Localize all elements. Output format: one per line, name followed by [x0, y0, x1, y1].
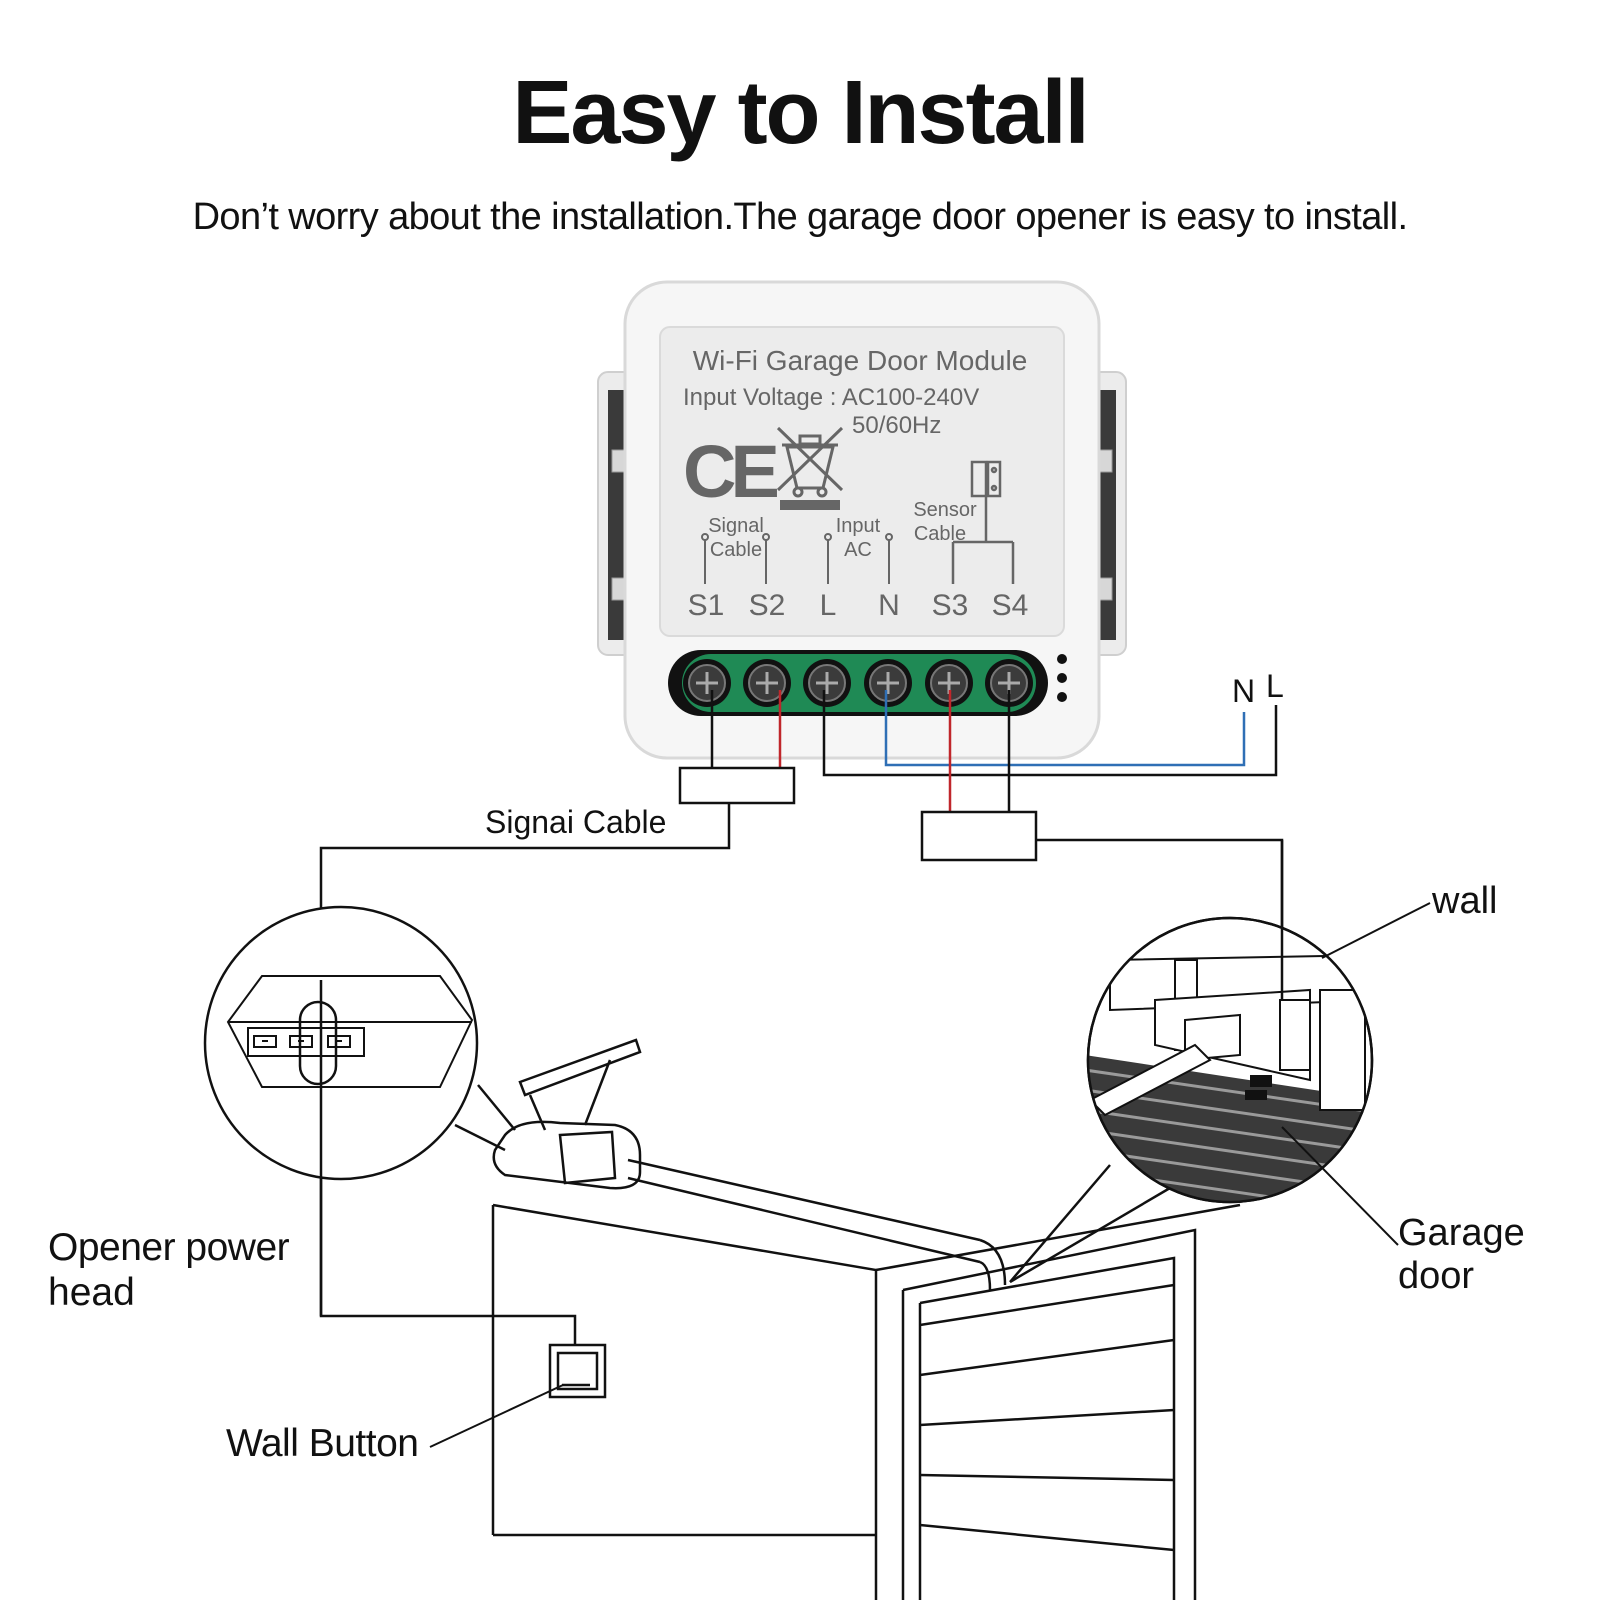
- module-name: Wi-Fi Garage Door Module: [693, 345, 1028, 376]
- signal-cable-label-1: Signal: [708, 515, 764, 537]
- terminal-s1: S1: [688, 589, 725, 622]
- terminal-s2: S2: [749, 589, 786, 622]
- wall-button-icon: [548, 1343, 607, 1399]
- garage-door-label-1: Garage: [1398, 1212, 1525, 1254]
- opener-terminal-zoom: [203, 905, 479, 1181]
- power-n-label: N: [1232, 673, 1255, 709]
- sensor-cable-label-1: Sensor: [913, 499, 977, 521]
- garage-illustration: [454, 1038, 1241, 1600]
- input-ac-label-2: AC: [844, 539, 872, 561]
- signal-cable-label-2: Cable: [710, 539, 762, 561]
- terminal-s3: S3: [932, 589, 969, 622]
- terminal-screws: [683, 659, 1033, 707]
- weee-bin-icon: [776, 426, 844, 498]
- wall-button-label: Wall Button: [226, 1422, 418, 1465]
- callout-leaders: [429, 902, 1431, 1448]
- sensor-cable-label-2: Cable: [914, 523, 966, 545]
- opener-label-1: Opener power: [48, 1226, 290, 1269]
- terminal-pins: [701, 533, 893, 584]
- page-title: Easy to Install: [512, 63, 1089, 163]
- terminal-s4: S4: [992, 589, 1029, 622]
- weee-bar: [780, 500, 840, 510]
- terminal-n: N: [878, 589, 900, 622]
- door-sensor-zoom: [1086, 916, 1374, 1204]
- module-frequency: 50/60Hz: [852, 412, 941, 439]
- power-l-label: L: [1266, 668, 1284, 704]
- wall-label: wall: [1431, 880, 1497, 922]
- garage-door-label-2: door: [1398, 1255, 1474, 1297]
- module-voltage: Input Voltage : AC100-240V: [683, 384, 979, 411]
- opener-label-2: head: [48, 1271, 135, 1314]
- terminal-l: L: [820, 589, 837, 622]
- ce-mark: CE: [683, 430, 777, 513]
- sensor-icon: [951, 460, 1015, 584]
- page-subtitle: Don’t worry about the installation.The g…: [192, 196, 1408, 238]
- signal-cable-label: Signai Cable: [485, 804, 666, 840]
- wifi-module: Wi-Fi Garage Door Module Input Voltage :…: [597, 280, 1127, 760]
- input-ac-label-1: Input: [836, 515, 881, 537]
- wiring: [319, 690, 1284, 1345]
